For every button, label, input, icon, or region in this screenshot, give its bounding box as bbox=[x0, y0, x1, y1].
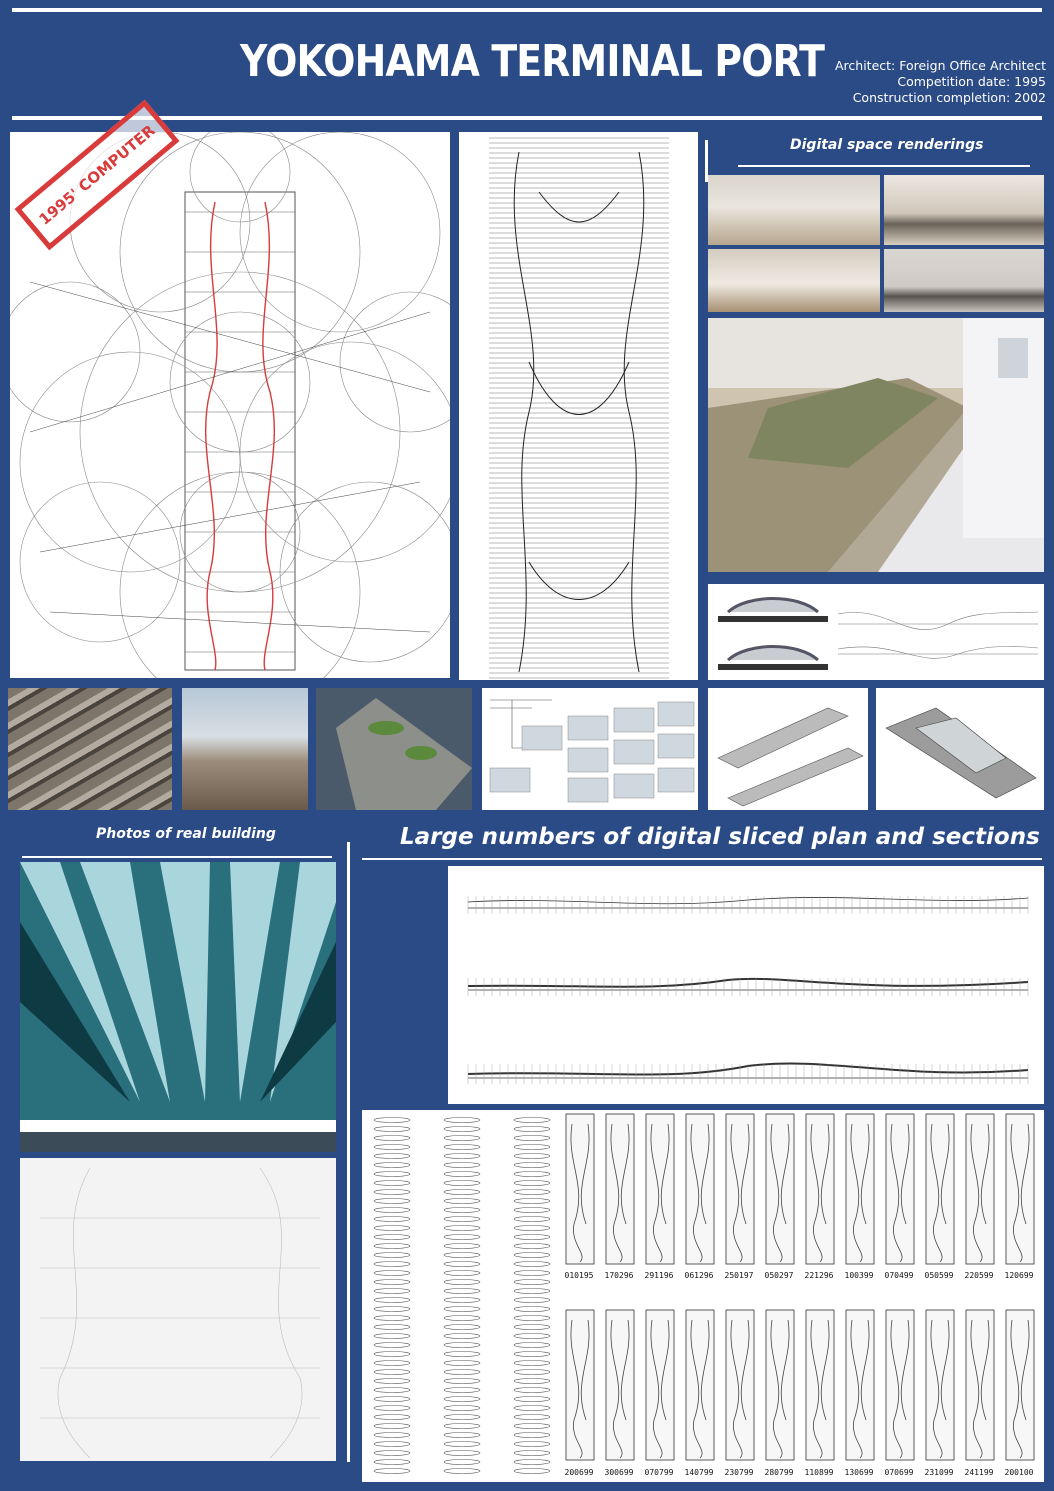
sections-svg bbox=[718, 597, 1039, 670]
renderings-divider bbox=[705, 140, 708, 182]
plan-diagram-svg bbox=[10, 132, 450, 678]
competition-date-text: Competition date: 1995 bbox=[897, 74, 1046, 89]
plan-code: 280799 bbox=[764, 1468, 794, 1477]
rendering-3 bbox=[708, 249, 880, 312]
process-diagram-svg bbox=[489, 699, 695, 803]
plan-code: 050297 bbox=[764, 1271, 794, 1280]
plan-code: 250197 bbox=[724, 1271, 754, 1280]
top-rule bbox=[12, 8, 1042, 12]
plan-code: 220599 bbox=[964, 1271, 994, 1280]
sections-panel bbox=[708, 584, 1044, 680]
computer-plan-drawing bbox=[10, 132, 450, 678]
ceiling-photo bbox=[20, 862, 336, 1152]
sliced-plan-sketch-svg bbox=[40, 1167, 320, 1459]
plan-code: 050599 bbox=[924, 1271, 954, 1280]
plan-code: 200100 bbox=[1004, 1468, 1034, 1477]
process-diagram bbox=[482, 688, 698, 810]
plan-code: 230799 bbox=[724, 1468, 754, 1477]
wooden-steps-photo bbox=[8, 688, 172, 810]
plan-code: 070799 bbox=[644, 1468, 674, 1477]
rendering-4 bbox=[884, 249, 1044, 312]
page-title: YOKOHAMA TERMINAL PORT bbox=[240, 36, 825, 87]
plan-code: 170296 bbox=[604, 1271, 634, 1280]
slice-grid-svg bbox=[373, 1113, 1035, 1474]
plan-code: 221296 bbox=[804, 1271, 834, 1280]
sliced-plan-svg bbox=[489, 137, 669, 679]
plan-code: 130699 bbox=[844, 1468, 874, 1477]
lower-divider bbox=[347, 842, 350, 1462]
plan-code: 140799 bbox=[684, 1468, 714, 1477]
plan-code: 110899 bbox=[804, 1468, 834, 1477]
ceiling-photo-svg bbox=[20, 862, 336, 1152]
longitudinal-sections bbox=[448, 866, 1044, 1104]
plan-code: 010195 bbox=[564, 1271, 594, 1280]
photos-underline bbox=[22, 856, 332, 858]
project-info: Architect: Foreign Office Architect Comp… bbox=[816, 58, 1046, 106]
aerial-photo-svg bbox=[336, 698, 472, 810]
plan-code: 100399 bbox=[844, 1271, 874, 1280]
aerial-rendering-svg bbox=[708, 318, 1044, 572]
renderings-title: Digital space renderings bbox=[790, 137, 984, 153]
renderings-underline bbox=[738, 165, 1030, 167]
plan-code: 291196 bbox=[644, 1271, 674, 1280]
aerial-photo bbox=[316, 688, 472, 810]
model-slices-left bbox=[708, 688, 868, 810]
plan-code: 070699 bbox=[884, 1468, 914, 1477]
rendering-2 bbox=[884, 175, 1044, 245]
aerial-rendering bbox=[708, 318, 1044, 572]
photos-title: Photos of real building bbox=[96, 826, 276, 842]
plan-code: 200699 bbox=[564, 1468, 594, 1477]
slice-grid-panel bbox=[362, 1110, 1044, 1482]
sliced-title: Large numbers of digital sliced plan and… bbox=[400, 824, 1040, 850]
header-bottom-rule bbox=[12, 116, 1042, 120]
plan-code: 061296 bbox=[684, 1271, 714, 1280]
plan-code: 241199 bbox=[964, 1468, 994, 1477]
plan-code: 300699 bbox=[604, 1468, 634, 1477]
longitudinal-sections-svg bbox=[467, 896, 1029, 1084]
architect-text: Architect: Foreign Office Architect bbox=[835, 58, 1046, 73]
plan-code: 120699 bbox=[1004, 1271, 1034, 1280]
sliced-underline bbox=[362, 858, 1042, 860]
model-slices-right bbox=[876, 688, 1044, 810]
rendering-1 bbox=[708, 175, 880, 245]
sliced-plan-sketch bbox=[20, 1158, 336, 1461]
plan-code: 231099 bbox=[924, 1468, 954, 1477]
plan-code: 070499 bbox=[884, 1271, 914, 1280]
deck-railing-photo bbox=[182, 688, 308, 810]
model-slices-right-svg bbox=[885, 707, 1037, 799]
model-slices-left-svg bbox=[717, 707, 864, 807]
completion-date-text: Construction completion: 2002 bbox=[852, 90, 1046, 105]
sliced-plan-drawing bbox=[459, 132, 698, 680]
